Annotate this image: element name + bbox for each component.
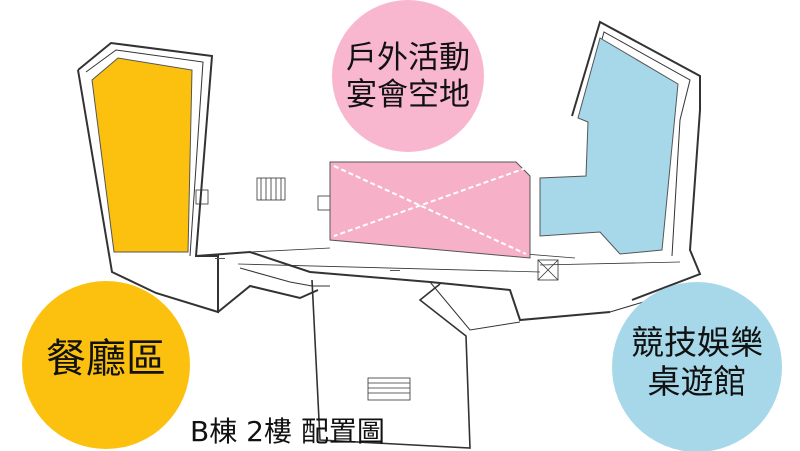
games-zone [539, 37, 679, 255]
outdoor-label: 戶外活動 宴會空地 [332, 40, 484, 113]
building-outline [77, 20, 702, 449]
games-label-line1: 競技娛樂 [631, 323, 763, 362]
dining-bubble: 餐廳區 [22, 281, 190, 449]
games-bubble: 競技娛樂 桌遊館 [612, 282, 782, 451]
outdoor-bubble: 戶外活動 宴會空地 [332, 0, 484, 152]
dining-zone [91, 57, 193, 253]
games-label-line2: 桌遊館 [647, 361, 747, 401]
outdoor-label-line2: 宴會空地 [346, 76, 470, 113]
outdoor-label-line1: 戶外活動 [346, 40, 470, 76]
stairs [195, 177, 559, 401]
games-label: 競技娛樂 桌遊館 [612, 323, 782, 402]
room-marks [215, 258, 400, 271]
plan-caption: B棟 2樓 配置圖 [190, 415, 385, 448]
dining-label-line1: 餐廳區 [46, 336, 166, 382]
outdoor-zone-crossing [333, 165, 527, 255]
dining-label: 餐廳區 [22, 336, 190, 383]
